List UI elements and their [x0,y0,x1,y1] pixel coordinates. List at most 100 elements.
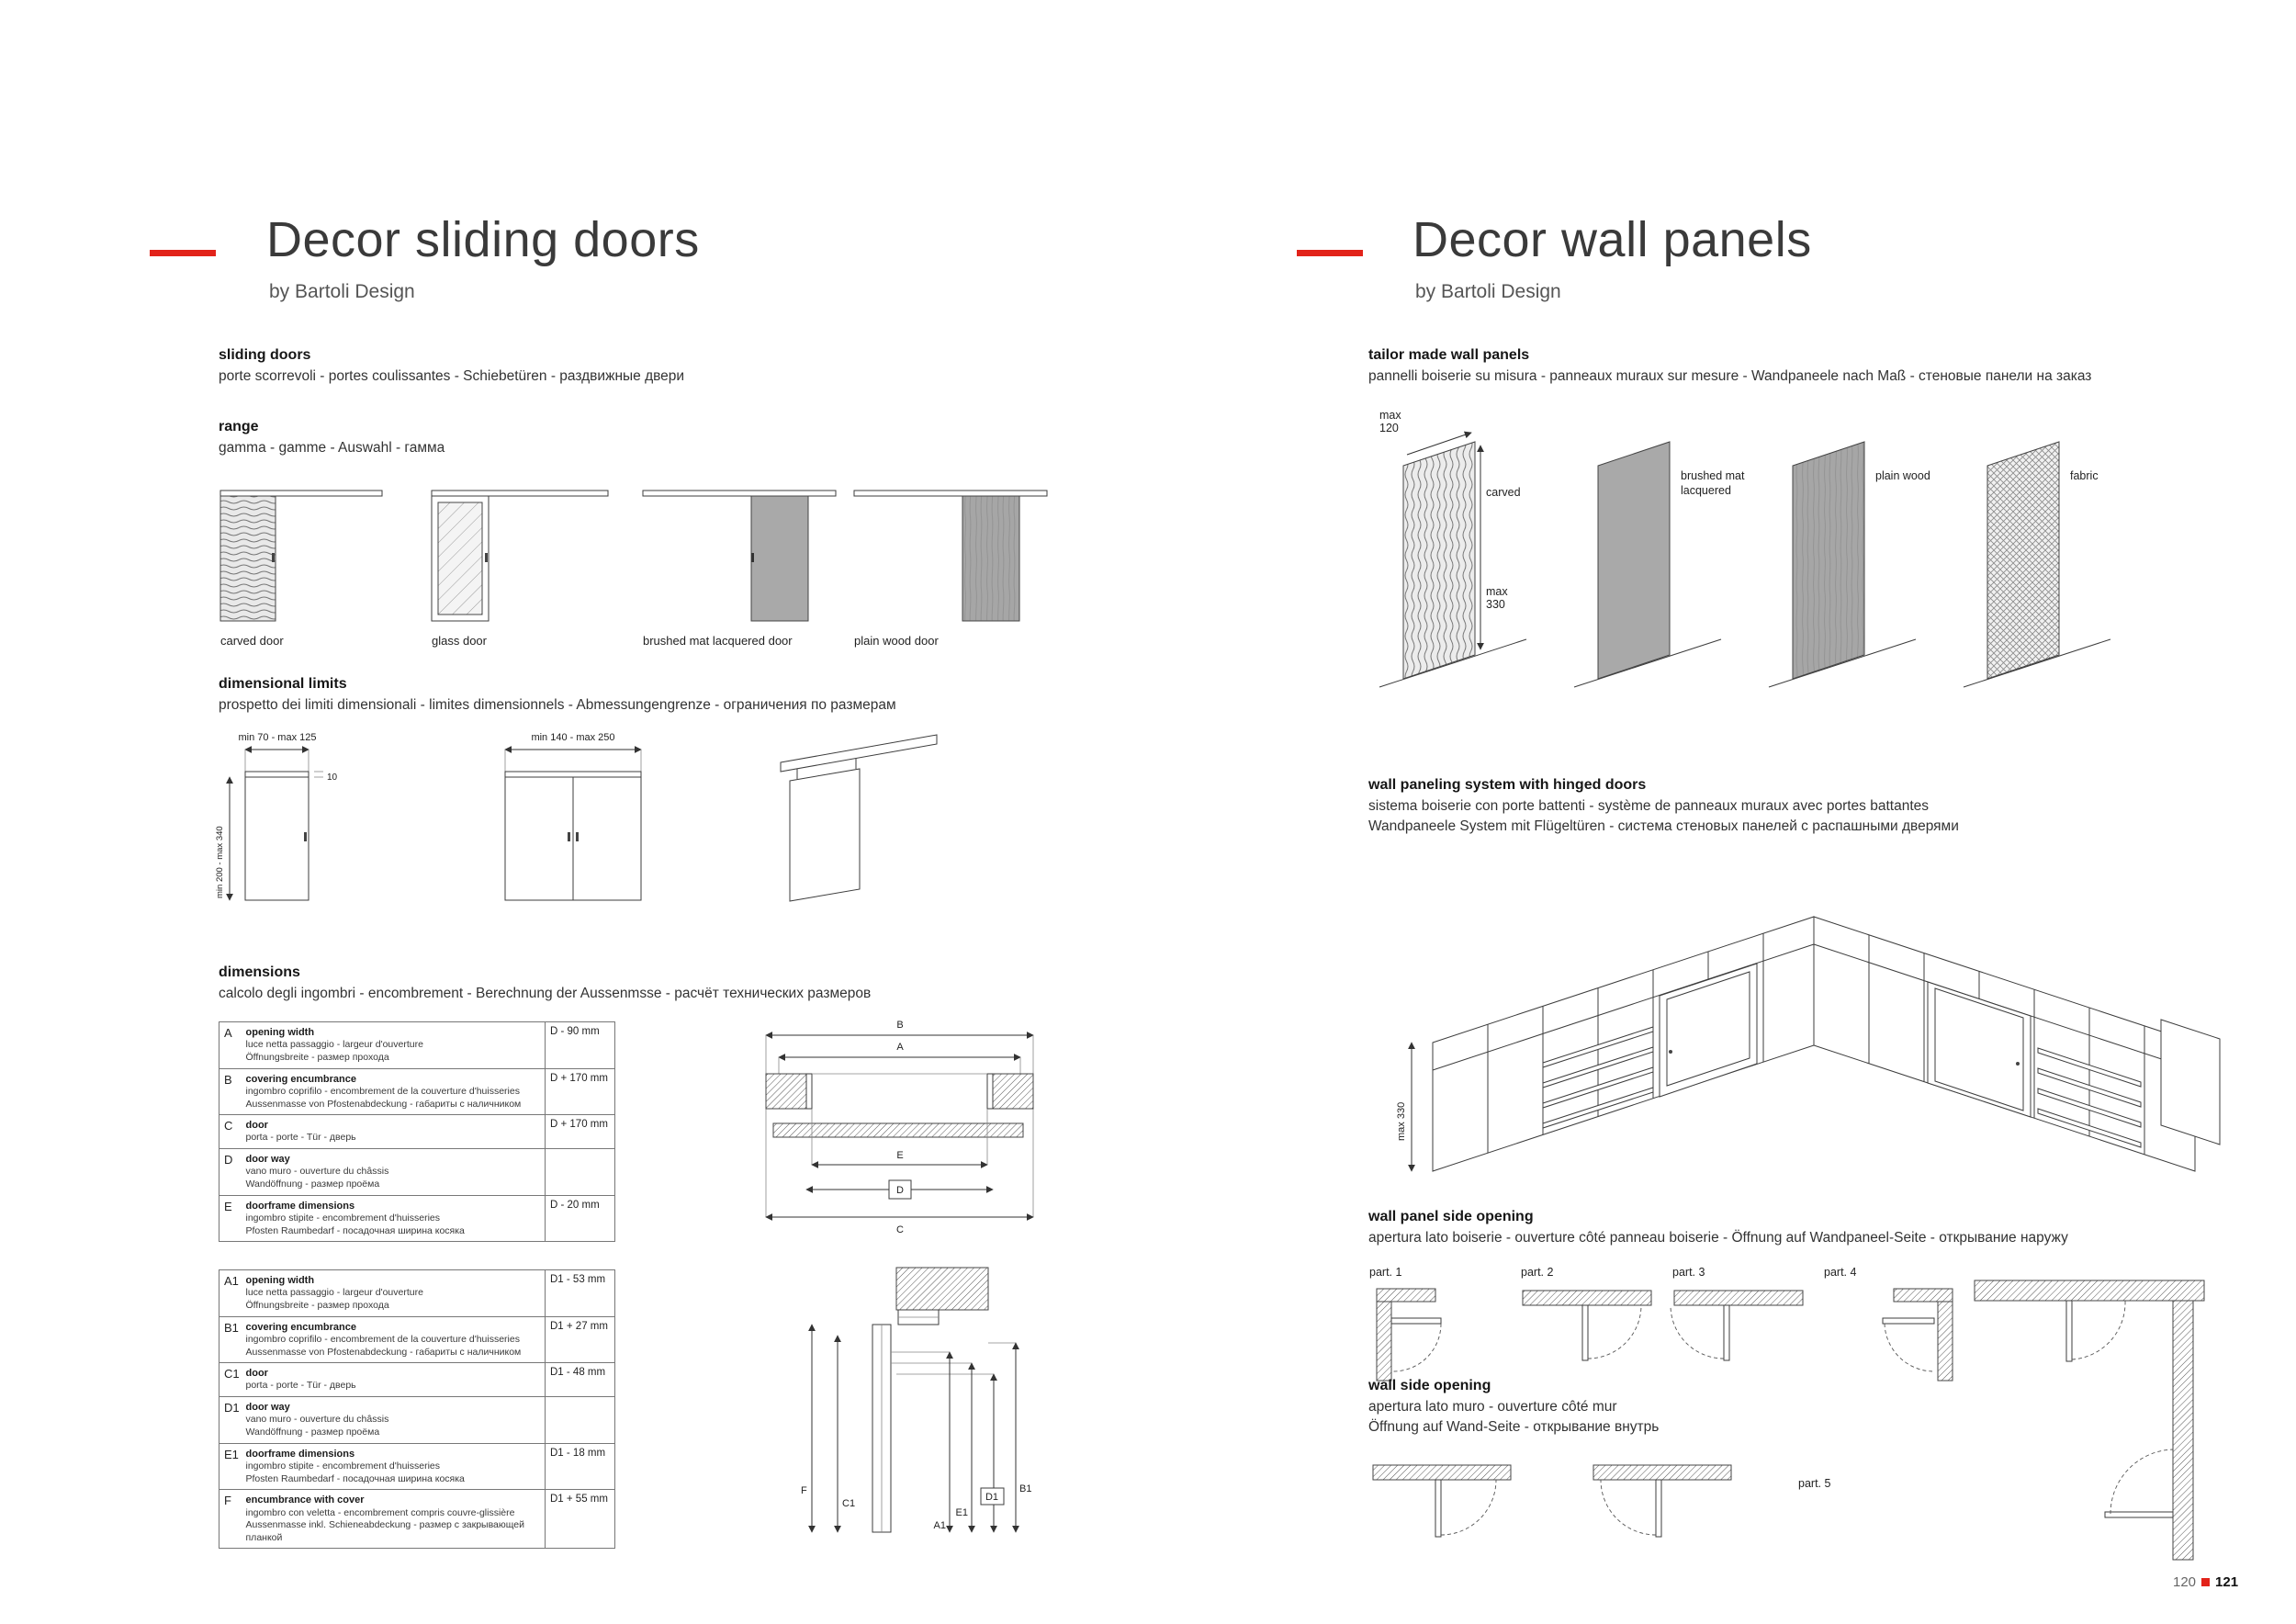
part-4-label: part. 4 [1824,1266,1856,1279]
detail-wall-side-2 [1593,1464,1732,1538]
dim-label-B1: B1 [1019,1483,1031,1494]
detail-wall-side-1 [1372,1464,1512,1538]
left-page-number: 120 [2173,1574,2197,1590]
wall-side-opening-translations-2: Öffnung auf Wand-Seite - открывание внут… [1368,1419,1660,1436]
double-door-width-label: min 140 - max 250 [531,732,614,743]
single-door-width-label: min 70 - max 125 [239,732,317,743]
single-door-diagram: min 70 - max 125 10 min 200 - max 340 [215,732,338,901]
row-value: D1 + 27 mm [545,1315,615,1363]
right-wall [1813,916,2221,1172]
row-key: A [224,1026,232,1040]
side-view-track-diagram [780,734,938,902]
wall-side-opening-diagrams [1372,1464,1732,1538]
panel-side-opening-heading: wall panel side opening [1368,1209,1534,1224]
row-term-en: door way [245,1154,290,1166]
row-value: D1 - 18 mm [545,1442,615,1490]
door-range-row: carved door glass door brushed mat lacqu… [219,479,1056,648]
dim-label-D1: D1 [985,1492,998,1503]
table-row: F encumbrance with cover ingombro con ve… [219,1489,615,1549]
plain-wood-panel-illustration [1768,441,1917,688]
row-translation: porta - porte - Tür - дверь [245,1380,356,1392]
row-term-en: covering encumbrance [245,1073,356,1085]
row-term-en: door [245,1368,268,1380]
row-key: A1 [224,1274,239,1288]
table-row: C1 door porta - porte - Tür - дверь D1 -… [219,1362,615,1397]
row-translation: ingombro coprifilo - encombrement de la … [245,1085,520,1097]
row-term-en: encumbrance with cover [245,1494,365,1506]
row-key: B [219,1067,242,1115]
range-section: range gamma - gamme - Auswahl - гамма [219,419,445,457]
door-label: carved door [220,634,284,648]
row-term-en: opening width [245,1027,315,1038]
dimensional-limits-section: dimensional limits prospetto dei limiti … [219,676,896,715]
row-translation: Wandöffnung - размер проёма [245,1427,380,1438]
glass-door-illustration [431,490,609,622]
door-unit-plain-wood: plain wood door [852,479,1056,648]
door-height-label: min 200 - max 340 [215,826,225,898]
left-wall [1432,916,1815,1172]
panel-unit-plain-wood: plain wood [1767,409,1962,712]
row-term-en: doorframe dimensions [245,1448,355,1460]
plain-wood-door-illustration [853,490,1048,622]
detail-part-2: part. 2 [1521,1266,1652,1361]
row-translation: Aussenmasse inkl. Schieneabdeckung - раз… [245,1519,525,1543]
sliding-doors-heading: sliding doors [219,347,311,363]
double-door-diagram: min 140 - max 250 [504,732,642,901]
panel-max-height-label: max 330 [1486,585,1508,612]
row-term-en: door way [245,1402,290,1414]
row-translation: vano muro - ouverture du châssis [245,1414,389,1426]
sliding-doors-section: sliding doors porte scorrevoli - portes … [219,347,684,386]
row-value: D - 90 mm [545,1021,615,1069]
wall-panels-row: max 120 max 330 carved brushed mat lacqu… [1378,409,2156,712]
table-row: B covering encumbrance ingombro coprifil… [219,1067,615,1115]
row-translation: ingombro con veletta - encombrement comp… [245,1506,515,1518]
detail-part-3: part. 3 [1670,1266,1804,1361]
dimensional-limits-diagrams: min 70 - max 125 10 min 200 - max 340 mi… [215,732,938,902]
row-key: D [219,1148,242,1196]
section-dimension-diagram: F C1 A1 E1 D1 B1 [801,1267,1031,1533]
row-translation: luce netta passaggio - largeur d'ouvertu… [245,1039,423,1051]
door-label: brushed mat lacquered door [643,634,793,648]
carved-door-illustration [219,490,383,622]
dim-label-A1: A1 [934,1520,946,1531]
row-term-en: covering encumbrance [245,1321,356,1333]
range-translations: gamma - gamme - Auswahl - гамма [219,440,445,456]
door-unit-glass: glass door [430,479,634,648]
dim-label-C1: C1 [842,1498,855,1509]
table-row: D door way vano muro - ouverture du châs… [219,1148,615,1196]
door-label: glass door [432,634,487,648]
dim-label-E1: E1 [956,1507,968,1518]
door-unit-brushed: brushed mat lacquered door [641,479,845,648]
dim-label-D: D [896,1185,904,1196]
row-key: C1 [219,1362,242,1397]
dimensional-limits-translations: prospetto dei limiti dimensionali - limi… [219,697,896,713]
left-header: Decor sliding doors by Bartoli Design [266,211,700,303]
hinged-doors-translations-1: sistema boiserie con porte battenti - sy… [1368,798,1930,814]
row-value: D1 + 55 mm [545,1489,615,1549]
row-key: E [219,1194,242,1242]
table-row: E doorframe dimensions ingombro stipite … [219,1194,615,1242]
brushed-panel-illustration [1573,441,1722,688]
hinged-doors-section: wall paneling system with hinged doors s… [1368,777,1959,836]
panel-unit-carved: max 120 max 330 carved [1378,409,1572,712]
row-key: C [219,1114,242,1149]
dim-label-A: A [896,1042,904,1053]
row-value: D1 - 48 mm [545,1362,615,1397]
fabric-panel-illustration [1963,441,2111,688]
detail-part-4: part. 4 [1824,1266,1953,1382]
row-value: D + 170 mm [545,1114,615,1149]
row-value: D1 - 53 mm [545,1269,615,1317]
tailor-made-translations: pannelli boiserie su misura - panneaux m… [1368,368,2092,384]
row-value [545,1148,615,1196]
part-5-label: part. 5 [1798,1477,1831,1490]
dimensions-heading: dimensions [219,964,300,980]
panel-label: fabric [2070,469,2099,482]
panel-side-opening-section: wall panel side opening apertura lato bo… [1368,1209,2068,1247]
row-key: B1 [219,1315,242,1363]
panel-label: plain wood [1875,469,1930,482]
panel-label: brushed mat lacquered [1681,469,1745,497]
row-translation: Pfosten Raumbedarf - посадочная ширина к… [245,1224,465,1236]
left-red-dash [150,250,216,256]
part-3-label: part. 3 [1672,1266,1705,1279]
